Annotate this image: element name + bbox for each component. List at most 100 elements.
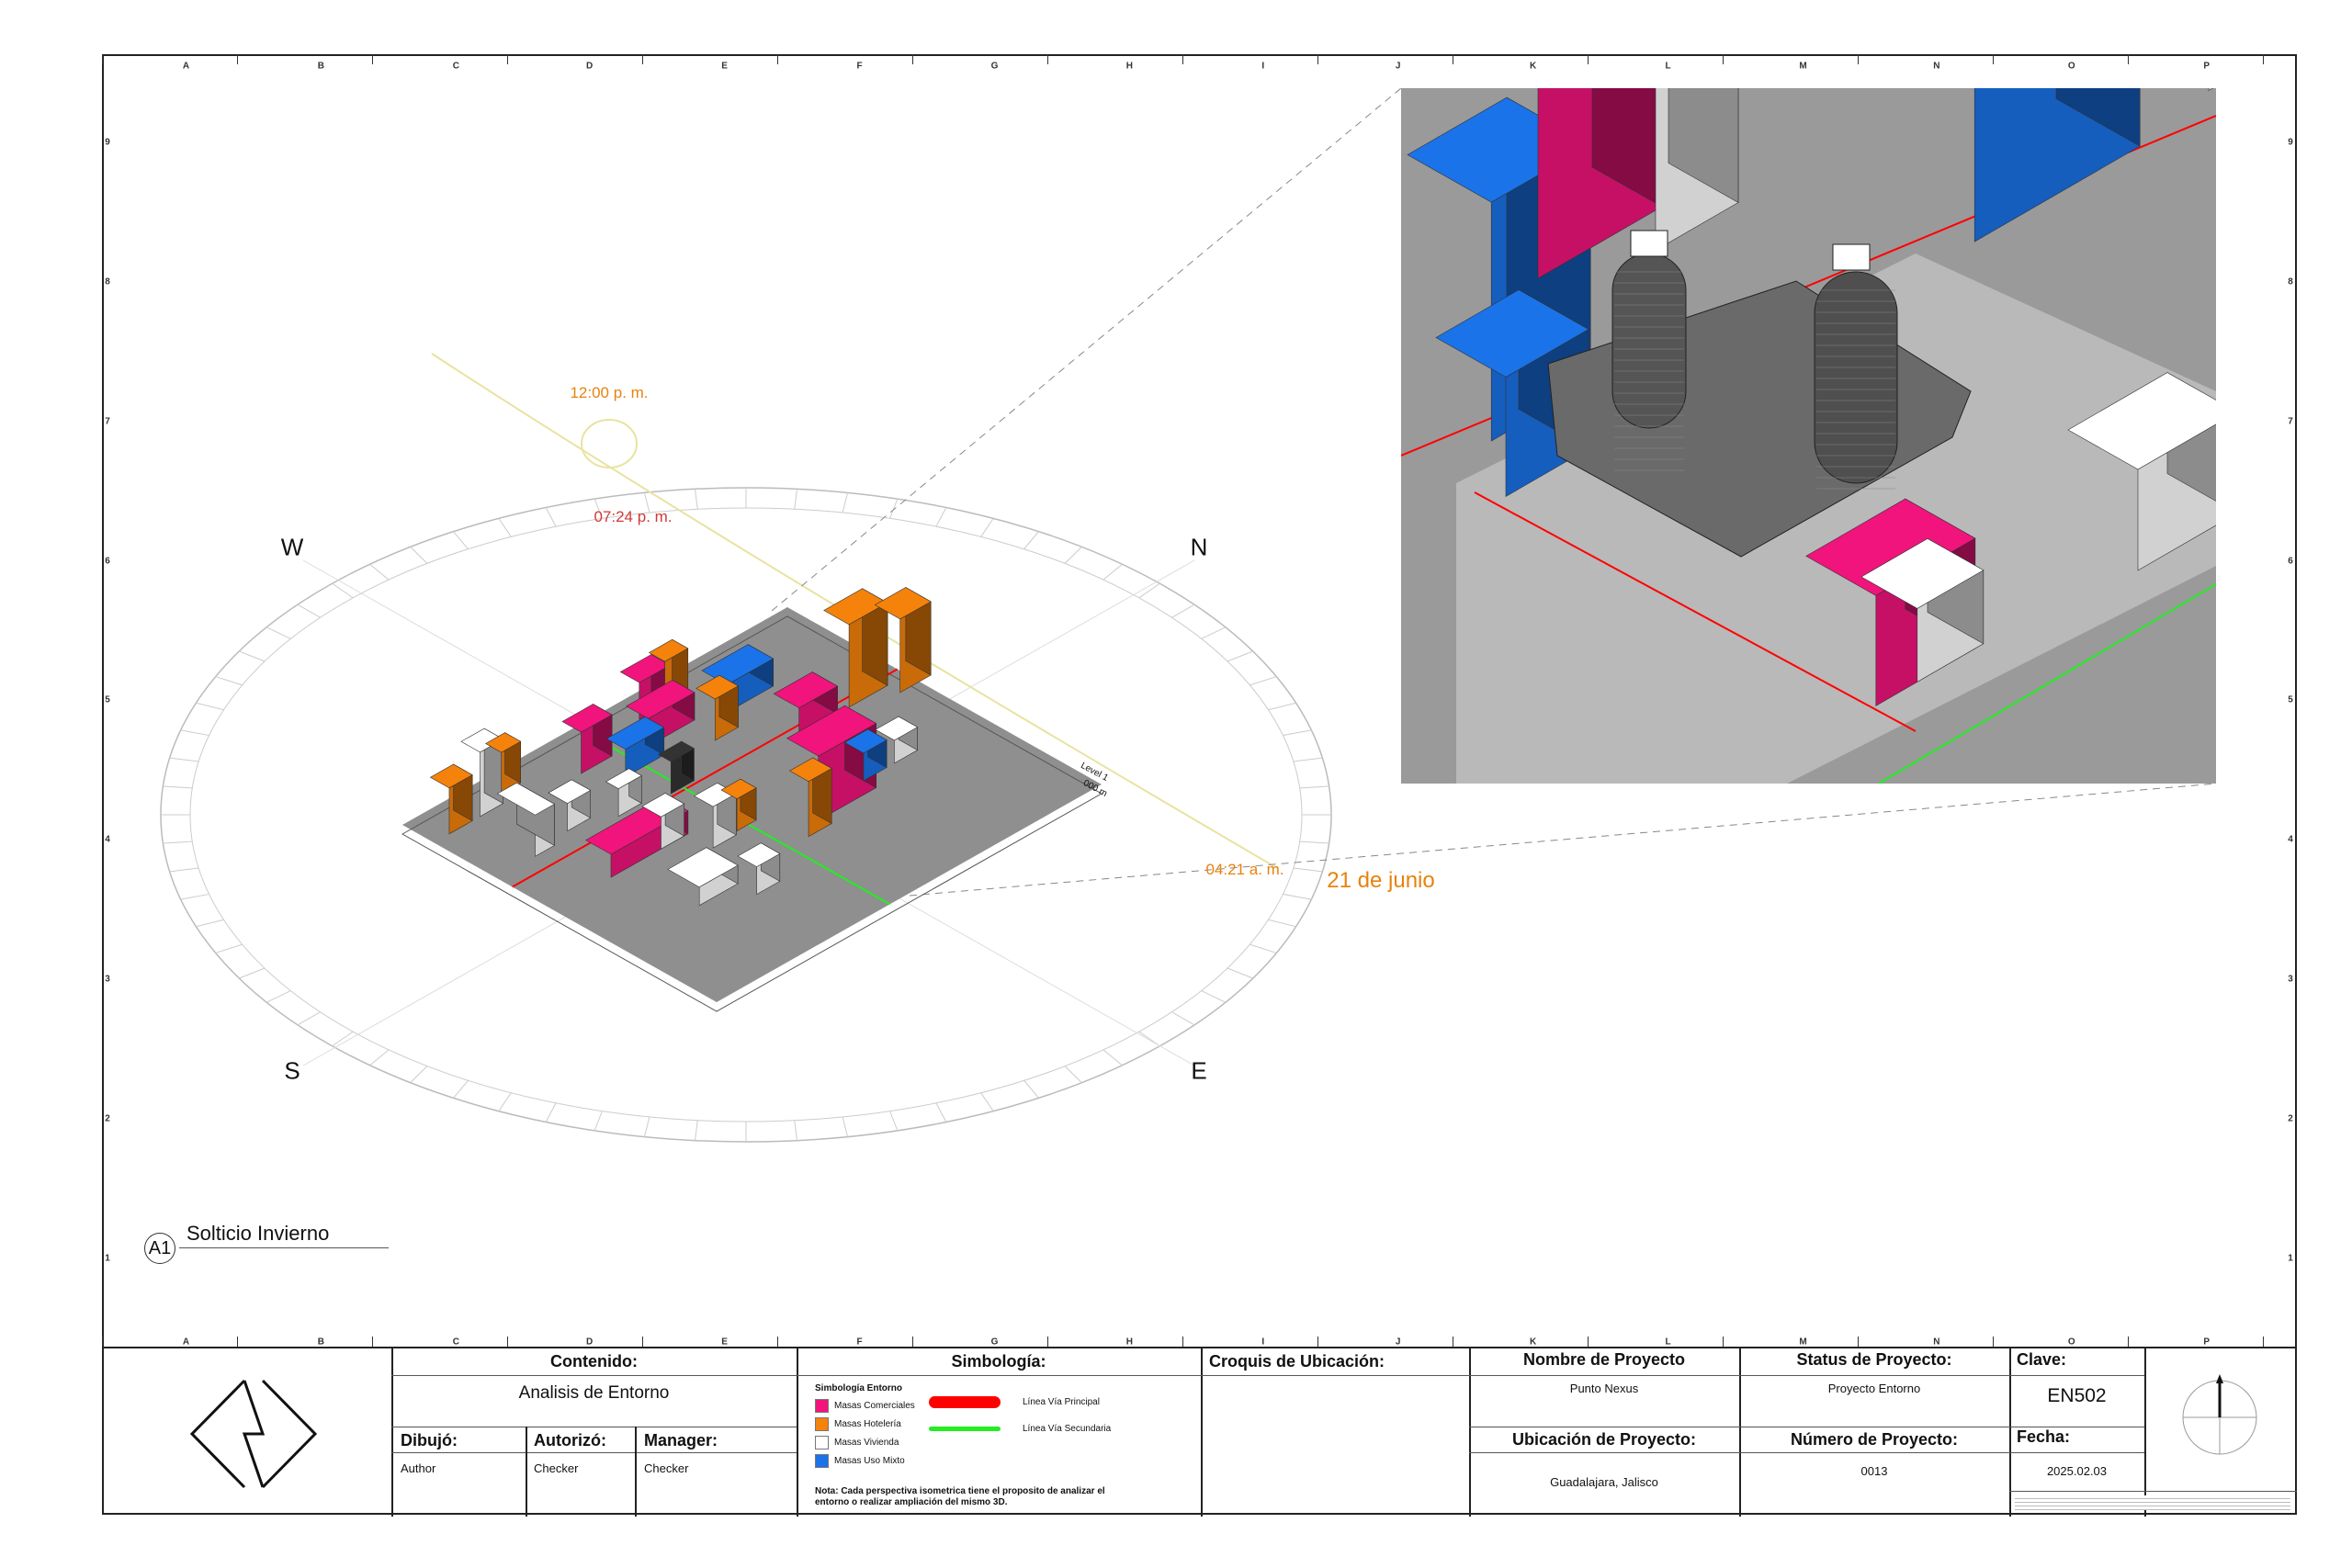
autorizo-label: Autorizó: xyxy=(534,1431,606,1450)
view-title: Solticio Invierno xyxy=(187,1222,330,1245)
dibujo-label: Dibujó: xyxy=(401,1431,458,1450)
grid-column-label: N xyxy=(1933,1337,1940,1348)
building-mass xyxy=(823,588,888,708)
compass-south: S xyxy=(284,1056,300,1085)
nombre-value: Punto Nexus xyxy=(1569,1382,1639,1395)
grid-row-label: 4 xyxy=(105,834,110,845)
building-mass xyxy=(843,728,888,782)
view-tag: A1 xyxy=(144,1233,175,1264)
inset-building-mass xyxy=(2067,372,2216,571)
grid-column-label: B xyxy=(317,1337,325,1348)
status-label: Status de Proyecto: xyxy=(1796,1350,1952,1369)
grid-column-label: E xyxy=(721,61,728,72)
grid-row-label: 7 xyxy=(105,416,110,427)
building-mass xyxy=(485,732,522,795)
grid-row-label: 1 xyxy=(105,1253,110,1264)
view-id: A1 xyxy=(148,1237,172,1258)
manager-value: Checker xyxy=(644,1461,689,1475)
dibujo-value: Author xyxy=(401,1461,436,1475)
inset-building-mass xyxy=(1973,88,2141,243)
fecha-value: 2025.02.03 xyxy=(2046,1464,2108,1478)
grid-row-label: 2 xyxy=(105,1113,110,1124)
sun-time-noon: 12:00 p. m. xyxy=(570,384,649,401)
fecha-label: Fecha: xyxy=(2017,1427,2071,1446)
building-mass xyxy=(701,644,775,713)
grid-column-label: D xyxy=(586,1337,594,1348)
legend-line-label: Línea Vía Principal xyxy=(1023,1397,1100,1407)
grid-row-label: 5 xyxy=(2288,694,2293,705)
inset-block xyxy=(1456,254,2216,784)
contenido-label: Contenido: xyxy=(550,1352,638,1371)
grid-column-label: J xyxy=(1395,61,1401,72)
grid-column-label: O xyxy=(2067,61,2075,72)
compass-east: E xyxy=(1191,1056,1207,1085)
sheet-border xyxy=(102,54,2297,1515)
grid-column-label: L xyxy=(1665,61,1671,72)
project-tower xyxy=(1547,230,1972,558)
grid-column-label: D xyxy=(586,61,594,72)
grid-column-label: K xyxy=(1529,61,1537,72)
building-mass xyxy=(720,778,757,832)
building-mass xyxy=(874,586,932,694)
copyright-fine-print xyxy=(2015,1495,2290,1510)
building-mass xyxy=(875,716,919,764)
legend-label: Masas Uso Mixto xyxy=(834,1456,905,1466)
building-mass xyxy=(657,740,695,795)
grid-row-label: 9 xyxy=(105,137,110,148)
legend-line-swatch xyxy=(929,1396,1001,1408)
grid-row-label: 9 xyxy=(2288,137,2293,148)
inset-building-mass xyxy=(1655,88,1739,252)
legend-line-swatch xyxy=(929,1427,1001,1431)
grid-row-label: 8 xyxy=(105,276,110,288)
grid-column-label: N xyxy=(1933,61,1940,72)
grid-column-label: M xyxy=(1799,1337,1807,1348)
legend-line-item: Línea Vía Principal xyxy=(929,1396,1100,1408)
grid-column-label: B xyxy=(317,61,325,72)
clave-label: Clave: xyxy=(2017,1350,2067,1369)
grid-row-label: 3 xyxy=(105,974,110,985)
legend-swatch xyxy=(815,1417,829,1431)
grid-row-label: 6 xyxy=(105,556,110,567)
building-mass xyxy=(496,782,556,857)
ubicacion-label: Ubicación de Proyecto: xyxy=(1511,1430,1697,1449)
grid-column-label: A xyxy=(182,61,190,72)
grid-column-label: K xyxy=(1529,1337,1537,1348)
isometric-site-model xyxy=(401,586,1103,1012)
inset-building-mass xyxy=(1537,88,1663,279)
simbologia-label: Simbología: xyxy=(951,1352,1046,1371)
sun-time-sunset: 07:24 p. m. xyxy=(594,508,673,525)
manager-label: Manager: xyxy=(644,1431,718,1450)
grid-row-label: 7 xyxy=(2288,416,2293,427)
autorizo-value: Checker xyxy=(534,1461,579,1475)
contenido-value: Analisis de Entorno xyxy=(518,1383,670,1403)
legend-swatch xyxy=(815,1399,829,1413)
legend-label: Masas Comerciales xyxy=(834,1401,915,1411)
grid-row-label: 4 xyxy=(2288,834,2293,845)
north-arrow-icon xyxy=(2178,1374,2261,1457)
view-title-underline xyxy=(179,1247,389,1248)
building-mass xyxy=(641,792,685,850)
inset-main-road xyxy=(1474,491,1917,732)
legend-title: Simbología Entorno xyxy=(815,1383,902,1393)
building-mass xyxy=(773,671,839,737)
grid-row-label: 8 xyxy=(2288,276,2293,288)
compass-west: W xyxy=(280,533,304,561)
building-mass xyxy=(429,763,473,835)
legend-line-label: Línea Vía Secundaria xyxy=(1023,1424,1112,1434)
building-mass xyxy=(561,704,613,774)
legend-note: Nota: Cada perspectiva isometrica tiene … xyxy=(815,1486,1105,1507)
grid-column-label: H xyxy=(1125,61,1134,72)
legend-item: Masas Uso Mixto xyxy=(815,1454,905,1468)
grid-column-label: A xyxy=(182,1337,190,1348)
sun-path-arc xyxy=(431,353,1278,869)
compass-north: N xyxy=(1190,533,1208,561)
grid-column-label: M xyxy=(1799,61,1807,72)
grid-column-label: I xyxy=(1261,61,1265,72)
grid-column-label: F xyxy=(856,1337,863,1348)
building-mass xyxy=(667,847,739,907)
legend-label: Masas Vivienda xyxy=(834,1438,899,1448)
legend-line-item: Línea Vía Secundaria xyxy=(929,1424,1111,1434)
grid-column-label: E xyxy=(721,1337,728,1348)
grid-column-label: H xyxy=(1125,1337,1134,1348)
